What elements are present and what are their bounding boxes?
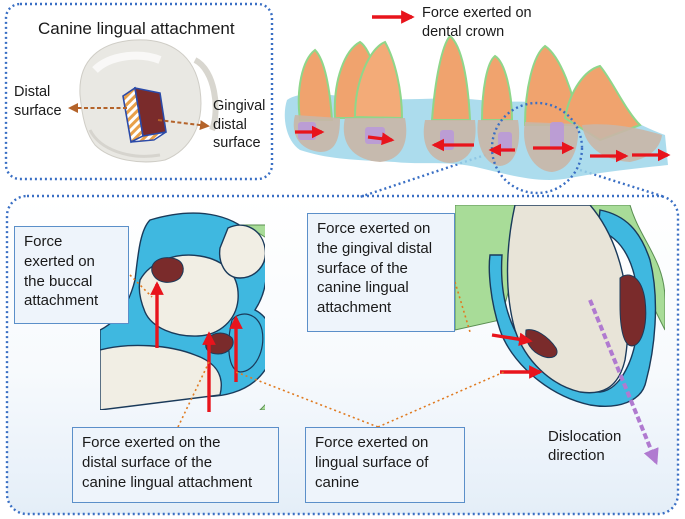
gingival-pointer-arrow (157, 119, 210, 131)
callout-buccal-attachment: Force exerted on the buccal attachment (14, 226, 129, 324)
callout-lingual-surface: Force exerted on lingual surface of cani… (305, 427, 465, 503)
dislocation-arrow (588, 299, 659, 465)
callout-gingival-distal: Force exerted on the gingival distal sur… (307, 213, 455, 332)
inset-attachment (122, 86, 167, 144)
distal-surface-label: Distal surface (14, 84, 62, 119)
dental-arch (284, 34, 668, 195)
gingival-distal-label: Gingival distal surface (213, 98, 266, 152)
inset-title: Canine lingual attachment (38, 19, 235, 38)
dislocation-label: Dislocation direction (548, 428, 622, 465)
crown-force-arrows (295, 125, 671, 163)
legend-label: Force exerted on dental crown (422, 5, 532, 40)
leader-lines (129, 274, 505, 428)
left-cross-section (100, 212, 265, 410)
callout-distal-surface: Force exerted on the distal surface of t… (72, 427, 279, 503)
right-force-arrows (491, 332, 543, 379)
left-force-arrows (150, 281, 243, 412)
right-cross-section (455, 205, 665, 407)
